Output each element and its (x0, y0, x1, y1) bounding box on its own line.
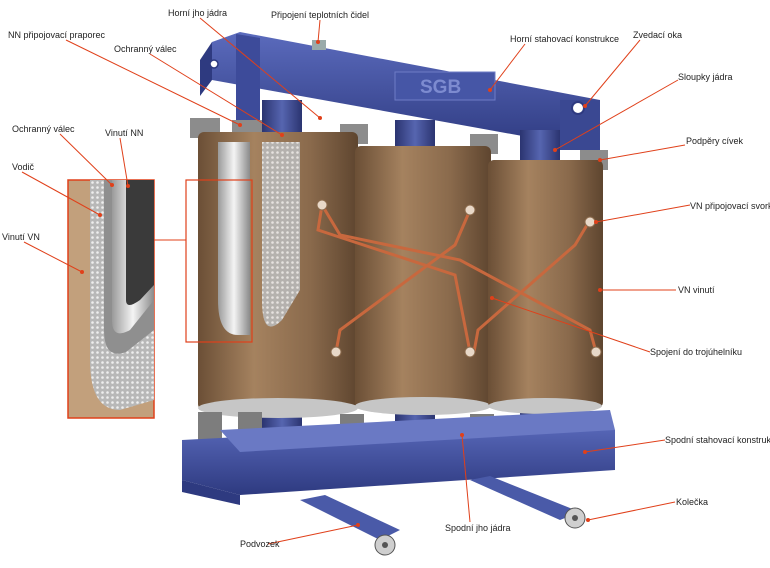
label-podvozek: Podvozek (240, 539, 280, 549)
label-spodni-jho-jadra: Spodní jho jádra (445, 523, 511, 533)
undercarriage (300, 476, 586, 556)
hv-terminals (316, 199, 602, 358)
label-horni-stahovaci-konstrukce: Horní stahovací konstrukce (510, 34, 619, 44)
inset-detail (67, 179, 253, 419)
label-spodni-stahovaci-konstrukce: Spodní stahovací konstrukce (665, 435, 770, 445)
coil-right (488, 160, 603, 414)
label-ochranny-valec-inset: Ochranný válec (12, 124, 75, 134)
lifting-eye-icon (571, 101, 585, 115)
brand-logo: SGB (420, 77, 461, 98)
top-clamp-frame: SGB (200, 32, 600, 150)
label-pripojeni-teplotnich-cidel: Připojení teplotních čidel (271, 10, 369, 20)
label-vn-vinuti: VN vinutí (678, 285, 715, 295)
label-zvedaci-oka: Zvedací oka (633, 30, 682, 40)
label-nn-pripojovaci-praporec: NN připojovací praporec (8, 30, 106, 40)
label-vodic: Vodič (12, 162, 35, 172)
bottom-clamp-frame (182, 410, 615, 505)
coil-middle (355, 146, 491, 415)
wheel-icon (564, 507, 586, 529)
temperature-sensor-connector (312, 40, 326, 50)
label-kolecka: Kolečka (676, 497, 708, 507)
labels: NN připojovací praporec Horní jho jádra … (2, 8, 770, 549)
delta-connection (316, 204, 598, 353)
lifting-eye-icon (209, 59, 219, 69)
label-ochranny-valec-top: Ochranný válec (114, 44, 177, 54)
wheel-icon (374, 534, 396, 556)
label-vinuti-nn: Vinutí NN (105, 128, 143, 138)
coil-left (198, 132, 358, 418)
label-podpery-civek: Podpěry cívek (686, 136, 744, 146)
label-spojeni-do-trojuhelniku: Spojení do trojúhelníku (650, 347, 742, 357)
label-vinuti-vn-inset: Vinutí VN (2, 232, 40, 242)
label-horni-jho-jadra: Horní jho jádra (168, 8, 227, 18)
leader-lines (21, 17, 691, 545)
label-sloupky-jadra: Sloupky jádra (678, 72, 733, 82)
label-vn-pripojovaci-svorky: VN připojovací svorky (690, 201, 770, 211)
